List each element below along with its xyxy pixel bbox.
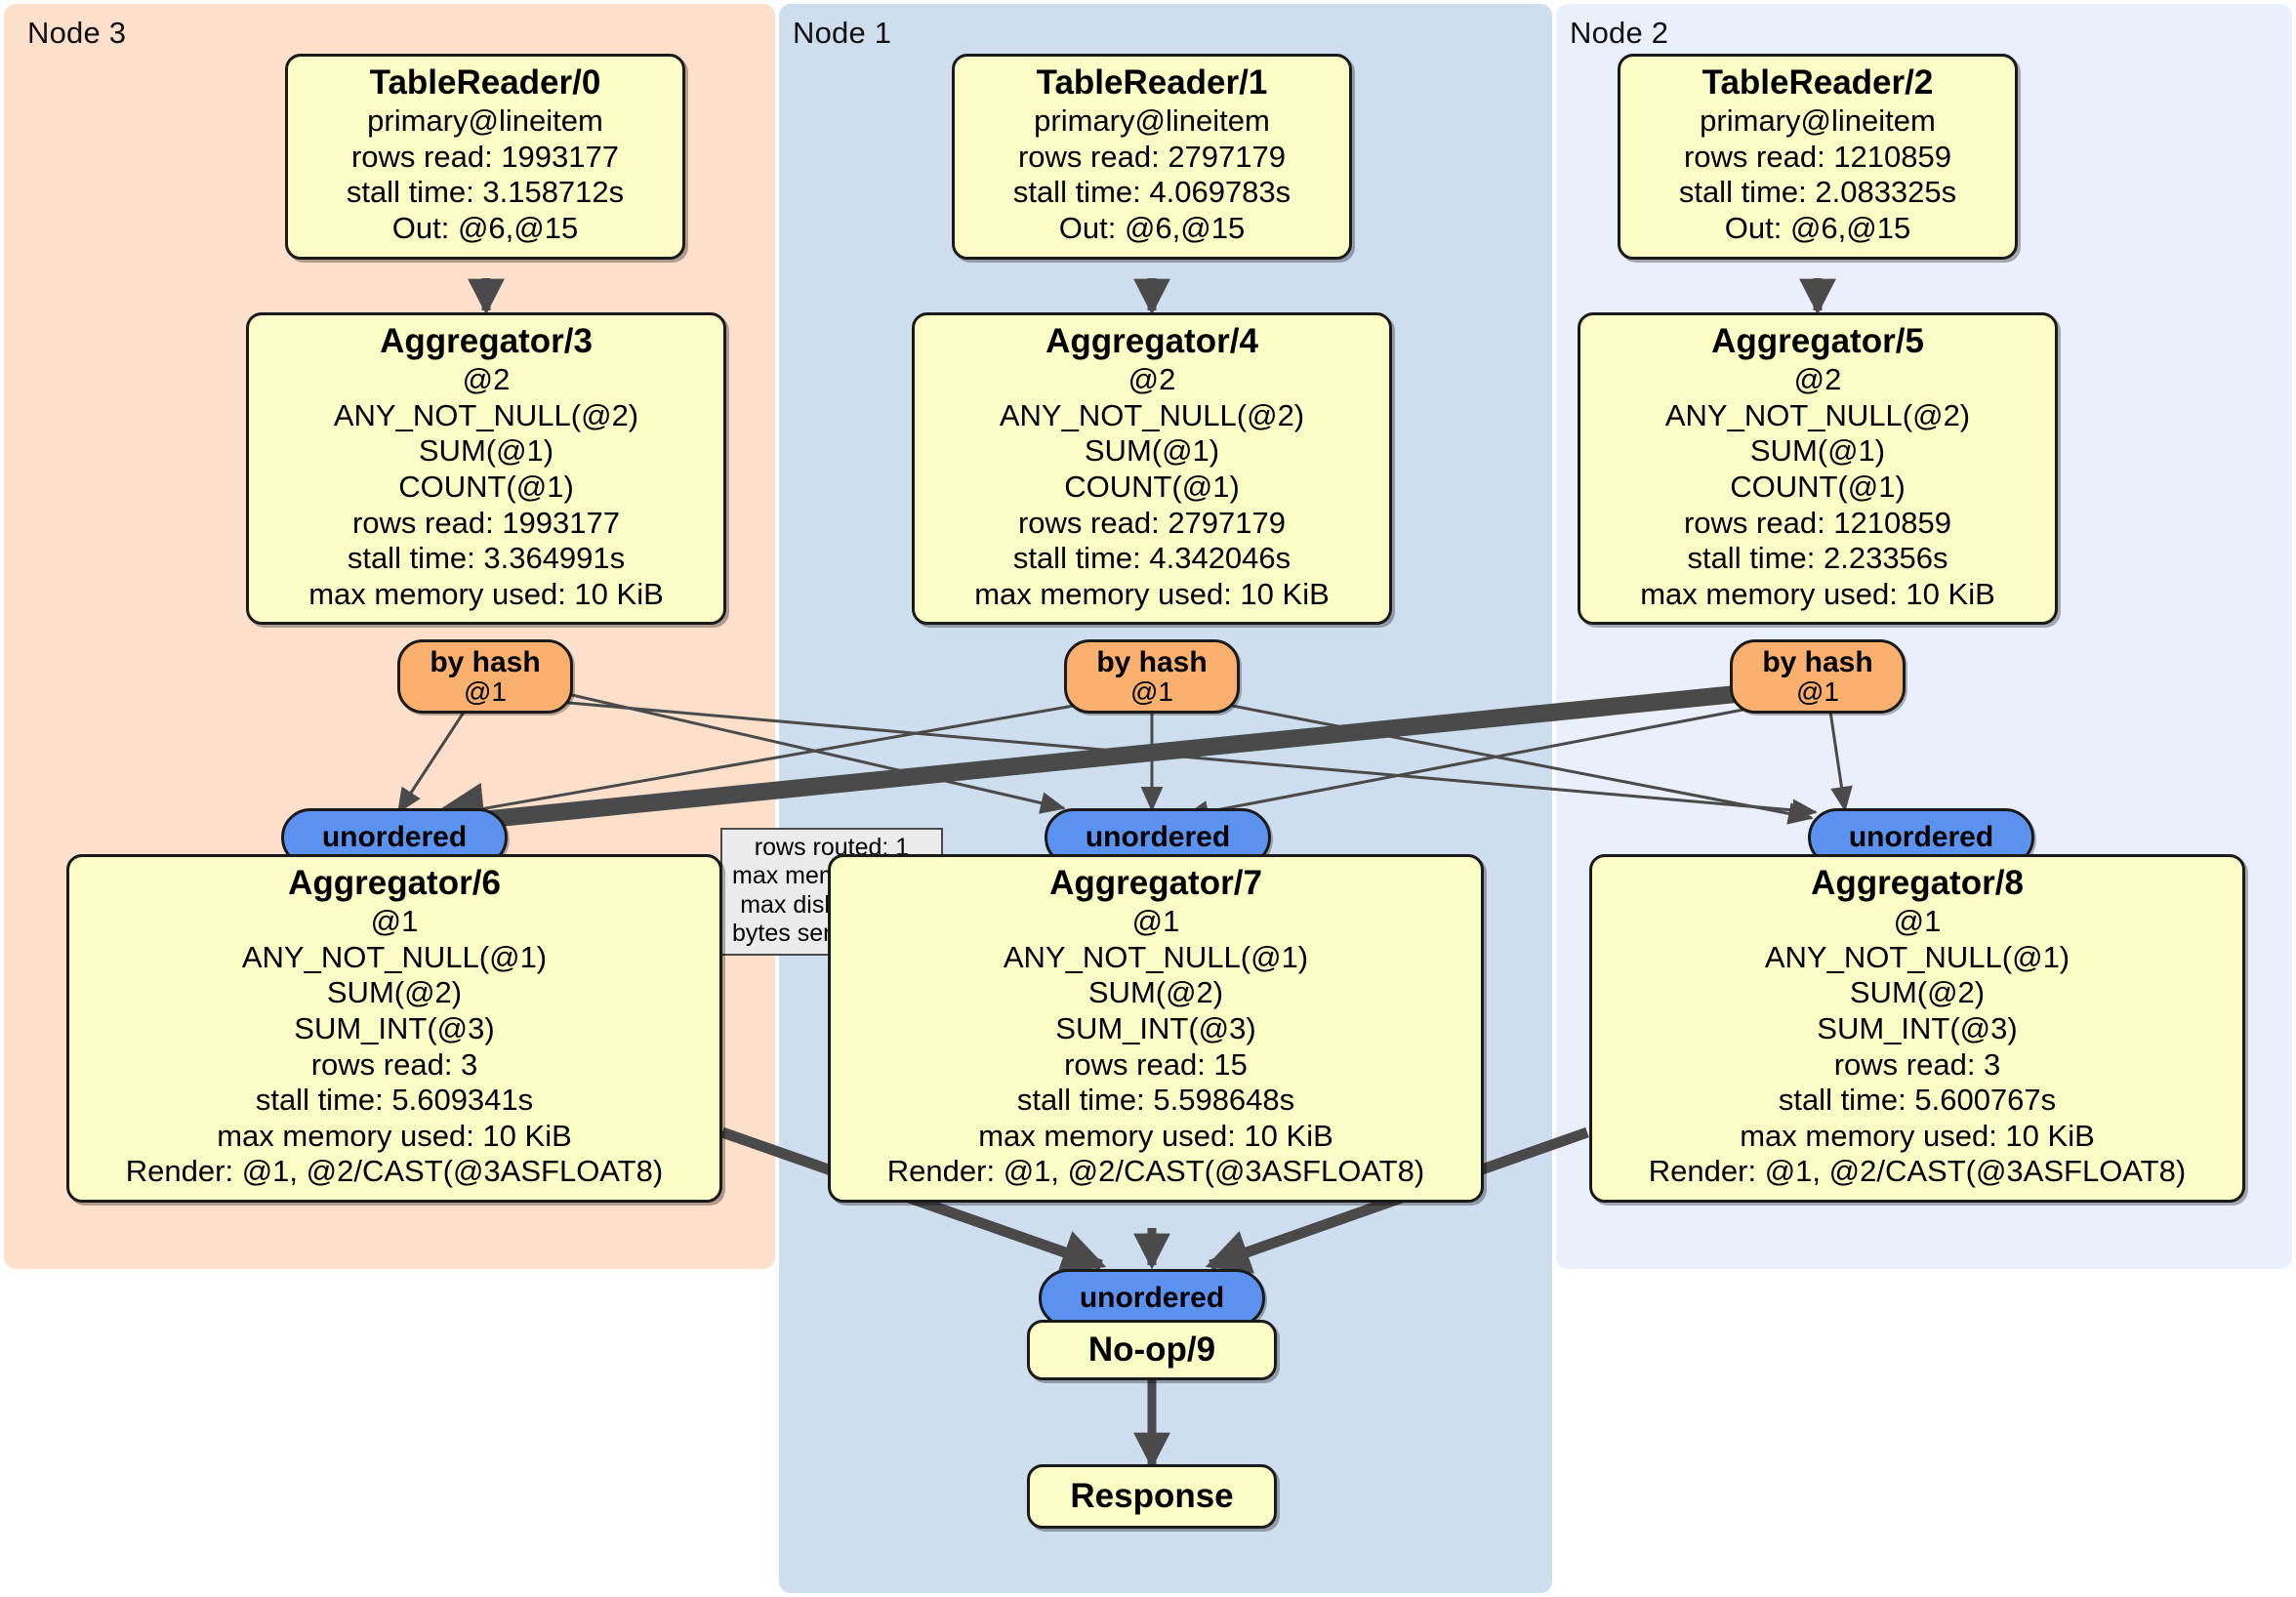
processor-aggregator-6[interactable]: Aggregator/6 @1 ANY_NOT_NULL(@1) SUM(@2)…: [66, 854, 722, 1203]
processor-detail: rows read: 15: [1064, 1046, 1248, 1082]
processor-detail: SUM(@2): [326, 975, 463, 1010]
processor-detail: max memory used: 10 KiB: [978, 1118, 1333, 1153]
processor-detail: @2: [462, 362, 511, 397]
processor-detail: ANY_NOT_NULL(@2): [1664, 397, 1971, 432]
processor-aggregator-4[interactable]: Aggregator/4 @2 ANY_NOT_NULL(@2) SUM(@1)…: [912, 312, 1392, 626]
processor-detail: rows read: 1993177: [350, 139, 620, 174]
processor-detail: Out: @6,@15: [1058, 211, 1246, 246]
processor-detail: stall time: 5.609341s: [255, 1083, 534, 1118]
synchronizer-label: unordered: [1079, 1282, 1225, 1315]
processor-title: Aggregator/7: [1049, 864, 1262, 902]
processor-detail: COUNT(@1): [398, 470, 574, 505]
synchronizer-unordered-right[interactable]: unordered: [1808, 808, 2034, 867]
processor-title: Aggregator/4: [1046, 322, 1258, 360]
router-by-hash-4[interactable]: by hash @1: [1064, 639, 1240, 714]
processor-detail: Render: @1, @2/CAST(@3ASFLOAT8): [1648, 1154, 2187, 1189]
processor-detail: stall time: 5.598648s: [1016, 1083, 1295, 1118]
router-column: @1: [1796, 676, 1839, 708]
processor-detail: ANY_NOT_NULL(@2): [333, 397, 639, 432]
router-label: by hash: [1096, 645, 1208, 678]
processor-detail: stall time: 3.158712s: [346, 175, 625, 210]
processor-detail: SUM_INT(@3): [1055, 1011, 1256, 1046]
processor-detail: Out: @6,@15: [1724, 211, 1911, 246]
processor-response[interactable]: Response: [1027, 1464, 1277, 1529]
processor-title: TableReader/0: [369, 63, 601, 102]
processor-detail: rows read: 2797179: [1017, 139, 1287, 174]
processor-detail: Render: @1, @2/CAST(@3ASFLOAT8): [125, 1154, 664, 1189]
processor-detail: ANY_NOT_NULL(@2): [999, 397, 1305, 432]
processor-aggregator-8[interactable]: Aggregator/8 @1 ANY_NOT_NULL(@1) SUM(@2)…: [1589, 854, 2245, 1203]
processor-detail: rows read: 3: [310, 1046, 478, 1082]
processor-aggregator-7[interactable]: Aggregator/7 @1 ANY_NOT_NULL(@1) SUM(@2)…: [828, 854, 1484, 1203]
processor-detail: COUNT(@1): [1064, 470, 1240, 505]
synchronizer-label: unordered: [321, 821, 468, 854]
processor-detail: stall time: 3.364991s: [347, 541, 626, 576]
processor-detail: SUM(@2): [1087, 975, 1224, 1010]
processor-detail: rows read: 1210859: [1683, 505, 1952, 540]
router-column: @1: [464, 676, 507, 708]
processor-table-reader-0[interactable]: TableReader/0 primary@lineitem rows read…: [285, 54, 685, 260]
processor-detail: primary@lineitem: [1034, 103, 1270, 139]
processor-title: No-op/9: [1087, 1331, 1216, 1370]
processor-detail: stall time: 2.083325s: [1678, 175, 1957, 210]
processor-detail: primary@lineitem: [1700, 103, 1936, 139]
processor-detail: @2: [1128, 362, 1176, 397]
router-label: by hash: [1762, 645, 1873, 678]
processor-detail: rows read: 1993177: [351, 505, 621, 540]
processor-no-op-9[interactable]: No-op/9: [1027, 1320, 1277, 1380]
router-by-hash-3[interactable]: by hash @1: [397, 639, 573, 714]
processor-detail: COUNT(@1): [1730, 470, 1906, 505]
processor-table-reader-1[interactable]: TableReader/1 primary@lineitem rows read…: [952, 54, 1352, 260]
router-column: @1: [1130, 676, 1173, 708]
processor-title: Aggregator/6: [288, 864, 501, 902]
processor-detail: Render: @1, @2/CAST(@3ASFLOAT8): [886, 1154, 1425, 1189]
processor-detail: rows read: 3: [1833, 1046, 2001, 1082]
processor-detail: ANY_NOT_NULL(@1): [1003, 939, 1309, 974]
processor-detail: SUM(@1): [418, 433, 554, 469]
processor-detail: stall time: 2.23356s: [1687, 541, 1948, 576]
synchronizer-unordered-final[interactable]: unordered: [1039, 1269, 1265, 1328]
processor-detail: stall time: 4.342046s: [1012, 541, 1292, 576]
processor-detail: @1: [1131, 904, 1180, 939]
processor-detail: ANY_NOT_NULL(@1): [1764, 939, 2070, 974]
processor-detail: @1: [370, 904, 419, 939]
processor-aggregator-5[interactable]: Aggregator/5 @2 ANY_NOT_NULL(@2) SUM(@1)…: [1578, 312, 2058, 626]
processor-detail: max memory used: 10 KiB: [1640, 576, 1995, 611]
processor-detail: SUM(@1): [1084, 433, 1220, 469]
cluster-label-node-3: Node 3: [27, 16, 127, 50]
processor-detail: max memory used: 10 KiB: [217, 1118, 572, 1153]
processor-table-reader-2[interactable]: TableReader/2 primary@lineitem rows read…: [1618, 54, 2018, 260]
processor-detail: SUM_INT(@3): [1817, 1011, 2018, 1046]
processor-title: TableReader/2: [1702, 63, 1934, 102]
processor-aggregator-3[interactable]: Aggregator/3 @2 ANY_NOT_NULL(@2) SUM(@1)…: [246, 312, 726, 626]
processor-detail: SUM_INT(@3): [294, 1011, 495, 1046]
processor-detail: primary@lineitem: [367, 103, 603, 139]
processor-detail: stall time: 5.600767s: [1778, 1083, 2057, 1118]
processor-detail: rows read: 2797179: [1017, 505, 1287, 540]
processor-title: Response: [1070, 1477, 1234, 1516]
processor-detail: max memory used: 10 KiB: [1740, 1118, 2095, 1153]
processor-title: Aggregator/5: [1711, 322, 1924, 360]
router-label: by hash: [430, 645, 541, 678]
processor-detail: SUM(@2): [1849, 975, 1986, 1010]
synchronizer-label: unordered: [1085, 821, 1231, 854]
processor-detail: @1: [1893, 904, 1942, 939]
processor-detail: max memory used: 10 KiB: [974, 576, 1330, 611]
processor-detail: max memory used: 10 KiB: [308, 576, 664, 611]
cluster-label-node-1: Node 1: [793, 16, 892, 50]
router-by-hash-5[interactable]: by hash @1: [1730, 639, 1906, 714]
processor-detail: rows read: 1210859: [1683, 139, 1952, 174]
processor-detail: Out: @6,@15: [391, 211, 579, 246]
cluster-label-node-2: Node 2: [1570, 16, 1669, 50]
processor-detail: @2: [1793, 362, 1842, 397]
processor-detail: stall time: 4.069783s: [1012, 175, 1292, 210]
processor-title: TableReader/1: [1036, 63, 1268, 102]
processor-title: Aggregator/8: [1811, 864, 2024, 902]
processor-detail: SUM(@1): [1749, 433, 1886, 469]
processor-detail: ANY_NOT_NULL(@1): [241, 939, 548, 974]
synchronizer-label: unordered: [1848, 821, 1994, 854]
processor-title: Aggregator/3: [380, 322, 593, 360]
